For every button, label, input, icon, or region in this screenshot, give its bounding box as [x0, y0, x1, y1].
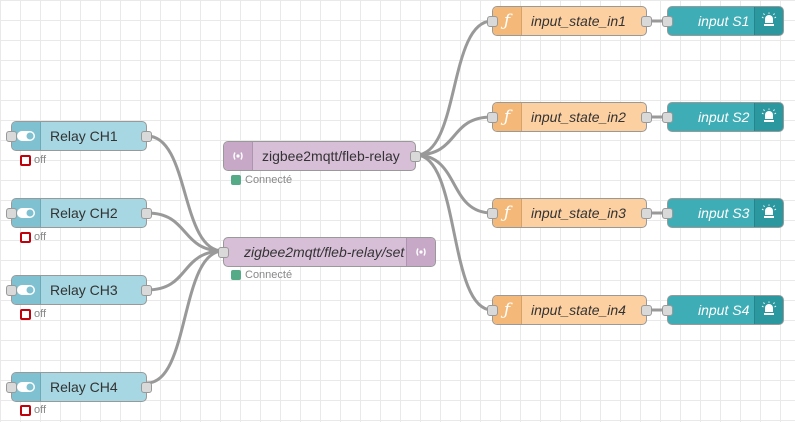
indicator-node-label: input S1	[698, 13, 750, 29]
wire-relay-ch2-to-mqtt-out[interactable]	[146, 211, 224, 253]
wire-mqtt-in-to-func1[interactable]	[415, 19, 493, 157]
input-port[interactable]	[487, 305, 498, 316]
mqtt-out-label: zigbee2mqtt/fleb-relay/set	[244, 244, 405, 260]
mqtt-out-node[interactable]: zigbee2mqtt/fleb-relay/set	[218, 237, 436, 267]
input-port[interactable]	[6, 208, 17, 219]
input-port[interactable]	[218, 247, 229, 258]
input-port[interactable]	[487, 112, 498, 123]
status-connected-icon	[231, 175, 241, 185]
relay-node-label: Relay CH1	[50, 128, 118, 144]
status-off-icon	[20, 309, 31, 320]
wire-relay-ch3-to-mqtt-out[interactable]	[146, 249, 224, 292]
relay-node-label: Relay CH3	[50, 282, 118, 298]
light-bulb-icon	[754, 296, 783, 324]
light-bulb-icon	[754, 7, 783, 35]
relay-node-ch4[interactable]: Relay CH4	[6, 372, 152, 402]
function-node-label: input_state_in1	[531, 13, 626, 29]
output-port[interactable]	[410, 151, 421, 162]
function-node-label: input_state_in4	[531, 302, 626, 318]
input-port[interactable]	[487, 208, 498, 219]
output-port[interactable]	[641, 16, 652, 27]
indicator-node-s4[interactable]: input S4	[662, 295, 784, 325]
light-bulb-icon	[754, 199, 783, 227]
input-port[interactable]	[6, 382, 17, 393]
function-node-in4[interactable]: ƒ input_state_in4	[487, 295, 652, 325]
light-bulb-icon	[754, 103, 783, 131]
output-port[interactable]	[641, 305, 652, 316]
status-off-icon	[20, 232, 31, 243]
status-text: off	[34, 404, 47, 416]
toggle-switch-icon	[12, 199, 41, 227]
function-node-in2[interactable]: ƒ input_state_in2	[487, 102, 652, 132]
relay-node-label: Relay CH2	[50, 205, 118, 221]
input-port[interactable]	[6, 285, 17, 296]
function-node-in3[interactable]: ƒ input_state_in3	[487, 198, 652, 228]
input-port[interactable]	[662, 16, 673, 27]
function-node-in1[interactable]: ƒ input_state_in1	[487, 6, 652, 36]
output-port[interactable]	[141, 131, 152, 142]
input-port[interactable]	[6, 131, 17, 142]
indicator-node-label: input S3	[698, 205, 750, 221]
function-node-label: input_state_in2	[531, 109, 626, 125]
wire-mqtt-in-to-func3[interactable]	[415, 153, 493, 215]
indicator-node-label: input S4	[698, 302, 750, 318]
status-off-icon	[20, 155, 31, 166]
relay-node-label: Relay CH4	[50, 379, 118, 395]
mqtt-in-node[interactable]: zigbee2mqtt/fleb-relay	[223, 141, 421, 171]
input-port[interactable]	[662, 112, 673, 123]
status-text: off	[34, 154, 47, 166]
indicator-node-s2[interactable]: input S2	[662, 102, 784, 132]
mqtt-signal-icon	[224, 142, 253, 170]
wire-mqtt-in-to-func4[interactable]	[415, 153, 493, 312]
output-port[interactable]	[641, 208, 652, 219]
status-connected-icon	[231, 270, 241, 280]
output-port[interactable]	[141, 208, 152, 219]
output-port[interactable]	[641, 112, 652, 123]
input-port[interactable]	[487, 16, 498, 27]
mqtt-in-label: zigbee2mqtt/fleb-relay	[262, 148, 400, 164]
status-text: Connecté	[245, 269, 293, 281]
status-off-icon	[20, 405, 31, 416]
output-port[interactable]	[141, 285, 152, 296]
relay-node-ch1[interactable]: Relay CH1	[6, 121, 152, 151]
indicator-node-s3[interactable]: input S3	[662, 198, 784, 228]
wire-mqtt-in-to-func2[interactable]	[415, 115, 493, 157]
input-port[interactable]	[662, 208, 673, 219]
indicator-node-s1[interactable]: input S1	[662, 6, 784, 36]
input-port[interactable]	[662, 305, 673, 316]
toggle-switch-icon	[12, 373, 41, 401]
wire-relay-ch1-to-mqtt-out[interactable]	[146, 134, 224, 253]
output-port[interactable]	[141, 382, 152, 393]
relay-node-ch2[interactable]: Relay CH2	[6, 198, 152, 228]
status-text: off	[34, 308, 47, 320]
relay-node-ch3[interactable]: Relay CH3	[6, 275, 152, 305]
function-node-label: input_state_in3	[531, 205, 626, 221]
indicator-node-label: input S2	[698, 109, 750, 125]
wire-relay-ch4-to-mqtt-out[interactable]	[146, 249, 224, 385]
status-text: Connecté	[245, 174, 293, 186]
status-text: off	[34, 231, 47, 243]
mqtt-signal-icon	[406, 238, 435, 266]
